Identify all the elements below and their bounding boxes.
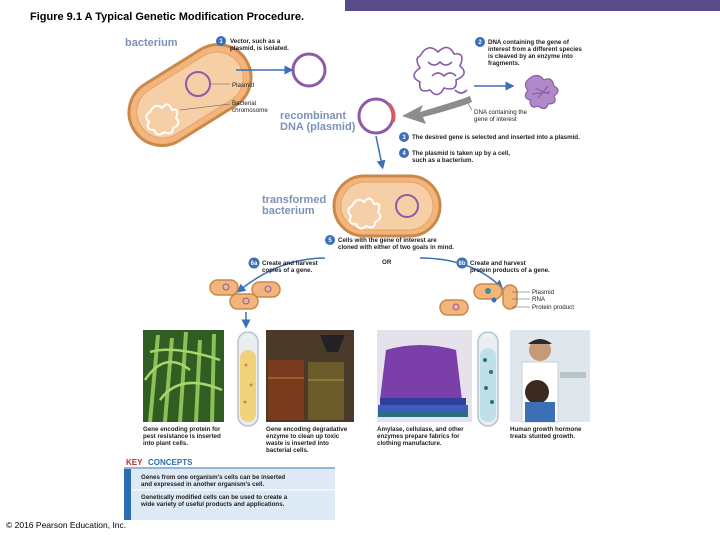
bacterial-chromosome-label: Bacterial chromosome [232,100,268,114]
legend-rna: RNA [532,296,546,303]
legend-protein: Protein product [532,304,574,311]
chromosome-leader [179,103,231,111]
step-4-text: The plasmid is taken up by a cell, such … [412,150,512,164]
step-6a-text: Create and harvest copies of a gene. [262,260,319,274]
step-2-text: DNA containing the gene of interest from… [488,39,584,67]
plasmid-in-transformed [395,194,419,218]
transformed-label: transformed bacterium [262,194,329,217]
key-concepts-title-key: KEY [126,458,143,467]
caption-enzymes-fabrics: Amylase, cellulase, and other enzymes pr… [377,426,465,447]
step-3-marker [399,132,409,142]
key-concept-line-1: Genes from one organism's cells can be i… [141,474,285,481]
toxic-waste-barrels-photo [266,330,354,422]
step-3-text: The desired gene is selected and inserte… [412,134,580,141]
inserted-gene-segment [387,102,396,123]
recombinant-plasmid [357,97,395,135]
branch-arrow-6a [236,257,326,293]
copyright: © 2016 Pearson Education, Inc. [6,520,127,530]
fabrics-photo [377,330,472,422]
doctor-and-child-photo [510,330,590,423]
recombinant-label: recombinant DNA (plasmid) [280,110,356,133]
step-6a-marker [248,257,260,269]
uptake-arrow [375,135,386,170]
step-3-number: 3 [402,135,406,141]
or-label: OR [382,259,392,266]
step-6b-text: Create and harvest protein products of a… [470,260,550,274]
corn-plants-photo [143,330,224,423]
cloned-cells-gene-copies [209,279,281,310]
figure-title: Figure 9.1 A Typical Genetic Modificatio… [30,11,305,23]
key-concept-line-3: Genetically modified cells can be used t… [141,494,288,501]
header-bar-mask [0,0,345,11]
caption-toxic-waste: Gene encoding degradative enzyme to clea… [265,426,349,454]
step-1-text: Vector, such as a plasmid, is isolated. [230,38,289,52]
transformed-bacterium-cell [332,174,442,238]
caption-growth-hormone: Human growth hormone treats stunted grow… [510,426,583,440]
step-1-marker [216,36,226,46]
step-2-number: 2 [478,40,482,46]
step-5-marker [325,235,335,245]
dna-strand-tangle [413,46,465,96]
step-5-text: Cells with the gene of interest are clon… [338,237,454,251]
dna-fragments [524,74,559,110]
bacterium-cell [127,43,253,147]
step-2-marker [475,37,485,47]
step-5-number: 5 [328,238,332,244]
test-tube-gene [237,331,259,427]
dna-gene-fragment [454,89,468,94]
step-6b-marker [456,257,468,269]
step-6a-number: 6a [251,261,258,267]
key-concepts-box: KEY CONCEPTS Genes from one organism's c… [124,458,335,520]
transformed-chromosome [347,197,382,230]
test-tube-protein [477,331,499,427]
step-4-marker [399,148,409,158]
dna-gene-label: DNA containing the gene of interest [474,109,529,123]
bacterial-chromosome [145,103,180,136]
header-bar [0,0,720,11]
step-1-number: 1 [219,39,223,45]
step-6b-number: 6b [458,261,465,267]
plasmid-in-bacterium [185,71,211,97]
insert-gene-arrow [402,96,472,124]
bacterium-label: bacterium [125,37,178,49]
legend-plasmid: Plasmid [532,289,555,296]
key-concepts-title-concepts: CONCEPTS [148,458,193,467]
key-concept-line-2: and expressed in another organism's cell… [141,481,264,488]
key-concept-line-4: wide variety of useful products and appl… [140,501,285,508]
cloned-cells-protein-products [439,283,518,316]
plasmid-label: Plasmid [232,82,255,89]
step-4-number: 4 [402,151,406,157]
isolated-plasmid [291,52,327,88]
caption-pest-resistance: Gene encoding protein for pest resistanc… [143,426,222,447]
